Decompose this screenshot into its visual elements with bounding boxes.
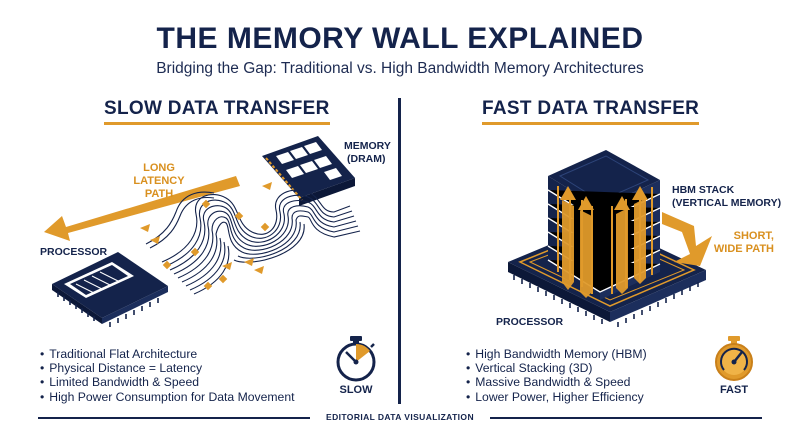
slow-heading-text: SLOW DATA TRANSFER: [104, 98, 330, 119]
slow-bullet: Traditional Flat Architecture: [40, 347, 295, 361]
fast-heading-underline: [482, 122, 700, 125]
fast-bullet: Vertical Stacking (3D): [466, 361, 647, 375]
processor-label-right: PROCESSOR: [496, 316, 564, 328]
fast-bullet-list: High Bandwidth Memory (HBM) Vertical Sta…: [466, 347, 647, 404]
slow-section-heading: SLOW DATA TRANSFER: [104, 98, 330, 125]
circuit-traces: [145, 189, 361, 295]
stopwatch-icon: [336, 336, 376, 382]
footer-text: EDITORIAL DATA VISUALIZATION: [326, 412, 474, 422]
slow-bullet: Limited Bandwidth & Speed: [40, 375, 295, 389]
small-chevron-arrows: [140, 182, 272, 274]
hbm-stack: [547, 150, 661, 300]
fast-bullet: Massive Bandwidth & Speed: [466, 375, 647, 389]
processor-label-left: PROCESSOR: [40, 246, 108, 258]
gauge-stopwatch-icon: [715, 336, 753, 381]
hbm-stack-label: HBM STACK (VERTICAL MEMORY): [672, 184, 781, 209]
data-packets: [162, 199, 270, 291]
page-subtitle: Bridging the Gap: Traditional vs. High B…: [156, 60, 644, 77]
footer: EDITORIAL DATA VISUALIZATION: [0, 408, 800, 428]
short-wide-line2: WIDE PATH: [713, 243, 774, 255]
fast-bullet: Lower Power, Higher Efficiency: [466, 390, 647, 404]
fast-heading-text: FAST DATA TRANSFER: [482, 98, 700, 119]
slow-bullet-list: Traditional Flat Architecture Physical D…: [40, 347, 295, 404]
slow-heading-underline: [104, 122, 330, 125]
dram-label: MEMORY (DRAM): [344, 140, 391, 165]
long-latency-line2: LATENCY: [133, 175, 185, 187]
hbm-stack-line1: HBM STACK: [672, 184, 735, 196]
footer-rule-right: [490, 417, 762, 419]
center-divider: [398, 98, 401, 404]
hbm-stack-line2: (VERTICAL MEMORY): [672, 196, 782, 209]
dram-label-line1: MEMORY: [344, 140, 391, 152]
long-latency-line1: LONG: [143, 162, 175, 174]
processor-chip-left: [52, 252, 168, 327]
long-latency-arrow: [44, 176, 240, 241]
short-wide-path-arrow: [662, 212, 712, 266]
footer-rule-left: [38, 417, 310, 419]
fast-bullet: High Bandwidth Memory (HBM): [466, 347, 646, 361]
fast-section-heading: FAST DATA TRANSFER: [482, 98, 700, 125]
short-wide-label: SHORT, WIDE PATH: [704, 230, 774, 256]
slow-bullet: Physical Distance = Latency: [40, 361, 295, 375]
dram-label-line2: (DRAM): [347, 152, 386, 165]
slow-bullet: High Power Consumption for Data Movement: [40, 390, 294, 404]
short-wide-line1: SHORT,: [733, 230, 774, 242]
long-latency-line3: PATH: [144, 188, 174, 200]
slow-speed-label: SLOW: [339, 384, 373, 396]
dram-module: [262, 136, 355, 206]
fast-speed-label: FAST: [719, 384, 749, 396]
long-latency-label: LONG LATENCY PATH: [128, 162, 190, 201]
page-title: THE MEMORY WALL EXPLAINED: [156, 22, 644, 55]
